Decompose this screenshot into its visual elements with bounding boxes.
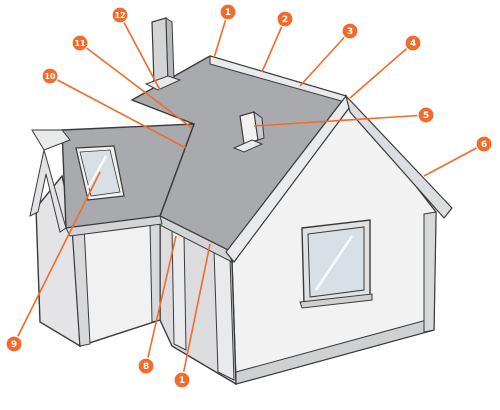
callout-line-c4 — [349, 42, 414, 99]
main-wall-corner-post — [423, 211, 437, 333]
chimney-flashing — [144, 75, 182, 91]
callout-line-c10 — [49, 75, 187, 149]
callout-c11: 11 — [71, 34, 89, 52]
callout-c1-top: 1 — [219, 3, 237, 21]
main-gable-barge-right — [344, 93, 453, 219]
svg-text:1: 1 — [225, 8, 231, 18]
callout-c12: 12 — [111, 6, 129, 24]
callout-line-c2 — [261, 18, 286, 73]
callout-c2: 2 — [276, 10, 294, 28]
callout-c4: 4 — [404, 34, 422, 52]
roof-vent-flashing — [232, 139, 264, 153]
callout-line-c6 — [423, 143, 485, 177]
svg-text:6: 6 — [481, 140, 487, 150]
svg-text:12: 12 — [114, 11, 125, 20]
svg-text:4: 4 — [410, 39, 416, 49]
callout-c1-bottom: 1 — [173, 371, 191, 389]
callout-c5: 5 — [417, 106, 435, 124]
gable-window-reflection — [315, 235, 353, 291]
svg-text:2: 2 — [282, 15, 288, 25]
svg-text:5: 5 — [423, 111, 429, 121]
callout-c3: 3 — [341, 22, 359, 40]
extension-gable-top — [31, 129, 71, 151]
extension-corner-post-right — [149, 221, 161, 323]
callout-line-c1-bottom — [181, 243, 211, 381]
callout-layer: 1 2 3 4 5 6 1 8 — [5, 3, 493, 389]
callout-line-c9 — [13, 171, 101, 345]
svg-text:9: 9 — [11, 340, 17, 350]
callout-line-c3 — [299, 30, 351, 87]
callout-line-c12 — [119, 14, 161, 91]
skylight-reflection — [87, 155, 107, 189]
svg-text:3: 3 — [347, 27, 353, 37]
chimney-side — [165, 17, 175, 81]
callout-c8: 8 — [137, 357, 155, 375]
svg-text:1: 1 — [179, 376, 185, 386]
callout-line-c11 — [79, 42, 193, 129]
callout-c6: 6 — [475, 135, 493, 153]
callout-c9: 9 — [5, 335, 23, 353]
callout-line-c8 — [145, 235, 177, 367]
callout-line-c5 — [253, 114, 427, 127]
callout-c10: 10 — [41, 67, 59, 85]
svg-text:10: 10 — [44, 72, 56, 81]
svg-text:11: 11 — [74, 39, 86, 48]
gable-window-sill — [299, 293, 373, 309]
svg-text:8: 8 — [143, 362, 149, 372]
chimney-body — [151, 17, 169, 85]
